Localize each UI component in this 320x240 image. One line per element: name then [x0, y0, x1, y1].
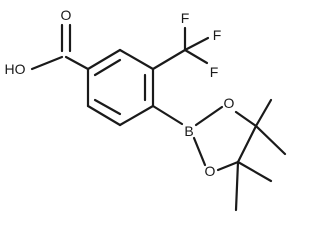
ring-bond-5	[86, 104, 122, 127]
cf3-carbon-bond	[151, 48, 187, 71]
methyl-upper-1	[254, 98, 273, 128]
oxygen-lower-carbon-bond	[216, 160, 240, 172]
methyl-lower-2	[234, 160, 240, 212]
ester-oxygen-upper-label: O	[224, 95, 235, 111]
hydroxyl-label: HO	[5, 61, 26, 77]
methyl-lower-1	[236, 160, 273, 183]
ring-double-bond-1	[93, 58, 122, 77]
pinacol-boronate-group: B O O	[151, 95, 287, 212]
dioxaborolane-carbon-carbon-bond	[236, 124, 258, 164]
fluorine-bottom-label: F	[210, 64, 219, 80]
boron-label: B	[184, 123, 193, 139]
carbon-boron-bond	[151, 104, 184, 126]
methyl-upper-2	[254, 124, 287, 156]
chemical-structure-diagram: O HO F F F B O O	[5, 7, 287, 212]
ester-oxygen-lower-label: O	[205, 163, 216, 179]
cf-bond-bottom	[183, 48, 209, 65]
boron-oxygen-upper-bond	[194, 105, 224, 127]
carbonyl-oxygen-label: O	[61, 7, 72, 23]
fluorine-top-label: F	[181, 10, 190, 26]
ring-double-bond-3	[93, 98, 122, 116]
boron-oxygen-lower-bond	[192, 136, 207, 167]
benzene-ring	[86, 48, 155, 127]
ring-bond-4	[118, 104, 155, 127]
fluorine-right-label: F	[213, 27, 222, 43]
oxygen-upper-carbon-bond	[234, 110, 258, 128]
trifluoromethyl-group: F F F	[151, 10, 222, 80]
ring-bond-1	[86, 48, 122, 71]
hydroxyl-bond	[30, 55, 64, 71]
cf-bond-right	[183, 36, 210, 52]
carboxylic-acid-group: O HO	[5, 7, 90, 77]
acid-carbon-bond	[64, 55, 90, 71]
ring-bond-2	[118, 48, 155, 71]
